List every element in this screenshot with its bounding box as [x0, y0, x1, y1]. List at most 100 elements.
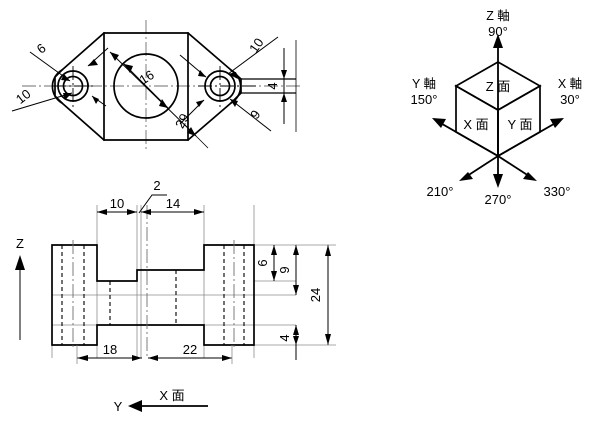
- dim-6-elev-arrow-b: [271, 271, 277, 281]
- axis-z-label: Z 軸: [486, 9, 510, 23]
- dim-right-outer: 10: [227, 35, 279, 79]
- axis-x-arrowhead: [550, 118, 564, 128]
- dim-24-arrow-b: [325, 334, 331, 345]
- cube-label-y-face: Y 面: [507, 117, 532, 132]
- center-hole: [113, 53, 179, 119]
- dim-4-elev-arrow-b: [293, 336, 299, 345]
- dim-4-arrow-bottom: [281, 93, 287, 102]
- left-counterbore-arc: [72, 70, 89, 95]
- dim-24-arrow-t: [325, 245, 331, 256]
- dim-14-label: 14: [166, 196, 180, 211]
- dim-2-label: 2: [153, 178, 160, 193]
- dim-10R-leader: [227, 36, 279, 75]
- angle-330-arrowhead: [523, 172, 537, 181]
- dim-step-top-left: 10: [97, 196, 137, 215]
- dim-24-label: 24: [308, 288, 323, 302]
- dim-29-label: 29: [172, 111, 192, 131]
- dim-height-lower-step: 4: [277, 325, 299, 360]
- dim-18-arrow-r: [132, 355, 142, 361]
- dim-10L-arrow: [63, 93, 72, 100]
- elev-axis-z-arrowhead: [15, 255, 25, 270]
- view-dir-arrowhead: [128, 400, 142, 412]
- dim-14-arrow-r: [194, 209, 204, 215]
- dim-18-label: 18: [103, 342, 117, 357]
- dim-10R-label: 10: [246, 35, 267, 55]
- dim-4-arrow-top: [281, 70, 287, 79]
- dim-left-boss-pointer: [87, 47, 109, 107]
- elev-view-direction: Y X 面: [114, 388, 208, 414]
- dim-6-elev-label: 6: [255, 259, 270, 266]
- dim-right-boss-arrow2: [196, 100, 204, 107]
- dim-2-leader: [138, 194, 167, 214]
- axis-x: X 軸 30°: [497, 77, 582, 157]
- dim-9-arrow: [230, 99, 238, 107]
- angle-210-label: 210°: [427, 184, 454, 199]
- dim-29-arrow-a: [110, 52, 119, 61]
- angle-270-arrowhead: [493, 174, 503, 188]
- isometric-axis-key: Z 軸 90° X 軸 30° Y 軸 150° 210° 270°: [411, 9, 583, 207]
- dim-6-arrow: [61, 74, 70, 81]
- dim-step-top-right: 14: [141, 196, 204, 215]
- dim-6-elev-arrow-t: [271, 245, 277, 255]
- right-counterbore-arc: [204, 75, 210, 97]
- axis-x-angle: 30°: [560, 92, 580, 107]
- dim-9-elev-arrow-b: [293, 285, 299, 295]
- angle-270: 270°: [485, 156, 512, 207]
- elev-axis-y-label: Y: [114, 399, 123, 414]
- axis-z: Z 軸 90°: [486, 9, 510, 156]
- angle-330-label: 330°: [544, 184, 571, 199]
- dim-29-ext: [184, 124, 209, 149]
- dim-left-boss-arrow: [88, 59, 98, 66]
- dim-22-arrow-l: [148, 355, 158, 361]
- front-elevation-view: Z 10 14 2 6: [15, 178, 336, 414]
- axis-z-angle: 90°: [488, 24, 508, 39]
- dim-10-top-label: 10: [110, 196, 124, 211]
- dim-height-mid: 9: [277, 245, 299, 295]
- cube-label-x-face: X 面: [463, 117, 488, 132]
- dim-right-boss-pointer: [179, 54, 207, 125]
- dim-9-elev-label: 9: [277, 266, 292, 273]
- dim-10R-arrow: [228, 72, 238, 79]
- axis-x-line: [497, 120, 560, 157]
- elev-view-plane-label: X 面: [159, 388, 184, 403]
- dim-notch-width: 2: [138, 178, 167, 214]
- dim-9-elev-arrow-t: [293, 245, 299, 255]
- angle-210-arrowhead: [459, 172, 473, 181]
- dim-right-boss-arrow: [198, 70, 206, 77]
- dim-left-boss-arrow2: [92, 96, 99, 104]
- angle-210: 210°: [427, 155, 499, 199]
- cube-label-z-face: Z 面: [486, 79, 511, 94]
- dim-height-total: 24: [296, 244, 336, 346]
- dim-height-upper-step: 6: [255, 245, 277, 281]
- dim-left-outer: 10: [11, 86, 73, 112]
- dim-4-label: 4: [265, 82, 280, 89]
- dim-4-elev-arrow-t: [293, 325, 299, 335]
- elev-axis-z-label: Z: [16, 236, 24, 251]
- angle-270-label: 270°: [485, 192, 512, 207]
- axis-z-arrowhead: [493, 34, 503, 48]
- dim-14-arrow-l: [141, 209, 151, 215]
- axis-y: Y 軸 150°: [411, 77, 499, 157]
- dim-slot-width: 4: [265, 40, 297, 132]
- dim-18-arrow-l: [77, 355, 88, 361]
- dim-16-arrow-a: [124, 64, 133, 73]
- angle-330: 330°: [497, 155, 571, 199]
- axis-y-angle: 150°: [411, 92, 438, 107]
- axis-x-label: X 軸: [558, 77, 582, 91]
- angle-330-line: [497, 155, 533, 179]
- dim-base-right: 22: [148, 342, 233, 364]
- dim-10-top-arrow-r: [127, 209, 137, 215]
- dim-16-leader: [123, 63, 169, 109]
- dim-4-elev-label: 4: [277, 334, 292, 341]
- dim-10L-leader: [11, 92, 73, 112]
- axis-y-arrowhead: [432, 118, 446, 128]
- dim-9-leader: [229, 98, 272, 132]
- dim-16-arrow-b: [159, 99, 168, 108]
- elev-axis-z: Z: [15, 236, 25, 340]
- dim-10-top-arrow-l: [97, 209, 107, 215]
- dim-base-left: 18: [76, 342, 142, 364]
- axis-y-label: Y 軸: [412, 77, 436, 91]
- dim-22-label: 22: [183, 342, 197, 357]
